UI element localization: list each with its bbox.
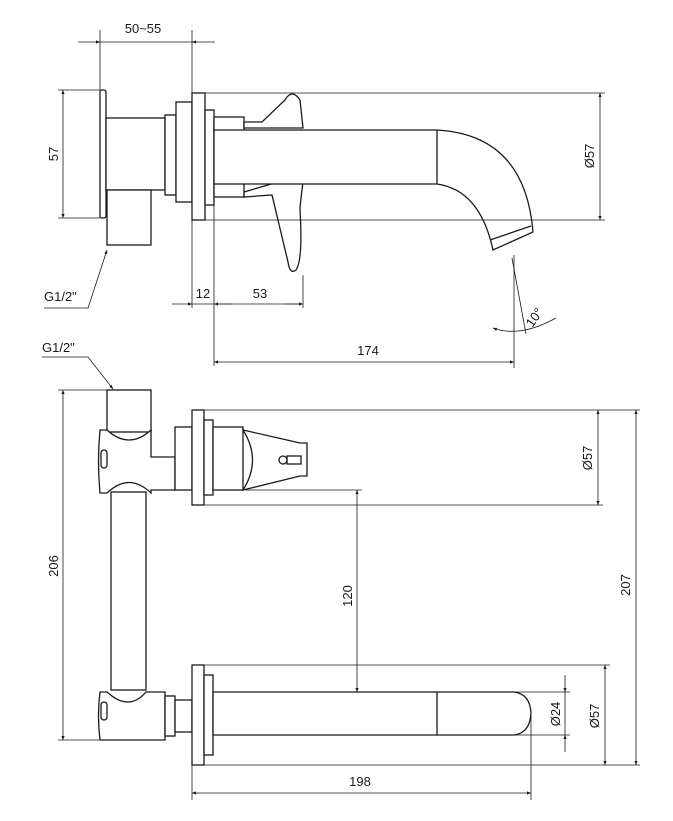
dim-spout-length: 198 xyxy=(349,774,371,789)
dim-spout-diameter: Ø24 xyxy=(548,702,563,727)
dim-lower-plate-diameter: Ø57 xyxy=(587,704,602,729)
dim-thread-front: G1/2" xyxy=(42,340,75,355)
side-view: 50~55 57 Ø57 12 53 174 10° G1/2" xyxy=(44,21,605,368)
dim-body-height: 57 xyxy=(46,147,61,161)
dim-wall-depth: 50~55 xyxy=(125,21,162,36)
dim-total-height: 206 xyxy=(46,555,61,577)
side-view-geometry xyxy=(99,89,534,273)
dim-spout-reach: 174 xyxy=(357,343,379,358)
dim-plate-diameter: Ø57 xyxy=(582,144,597,169)
dim-handle: 53 xyxy=(253,286,267,301)
dim-thread-side: G1/2" xyxy=(44,289,77,304)
dim-plate: 12 xyxy=(196,286,210,301)
dim-upper-plate-diameter: Ø57 xyxy=(580,446,595,471)
front-view: G1/2" 206 Ø57 207 120 Ø24 Ø57 198 xyxy=(42,340,640,800)
dim-spacing: 120 xyxy=(340,585,355,607)
dim-overall-height: 207 xyxy=(618,574,633,596)
front-view-geometry xyxy=(97,389,532,766)
dim-angle: 10° xyxy=(523,305,547,330)
